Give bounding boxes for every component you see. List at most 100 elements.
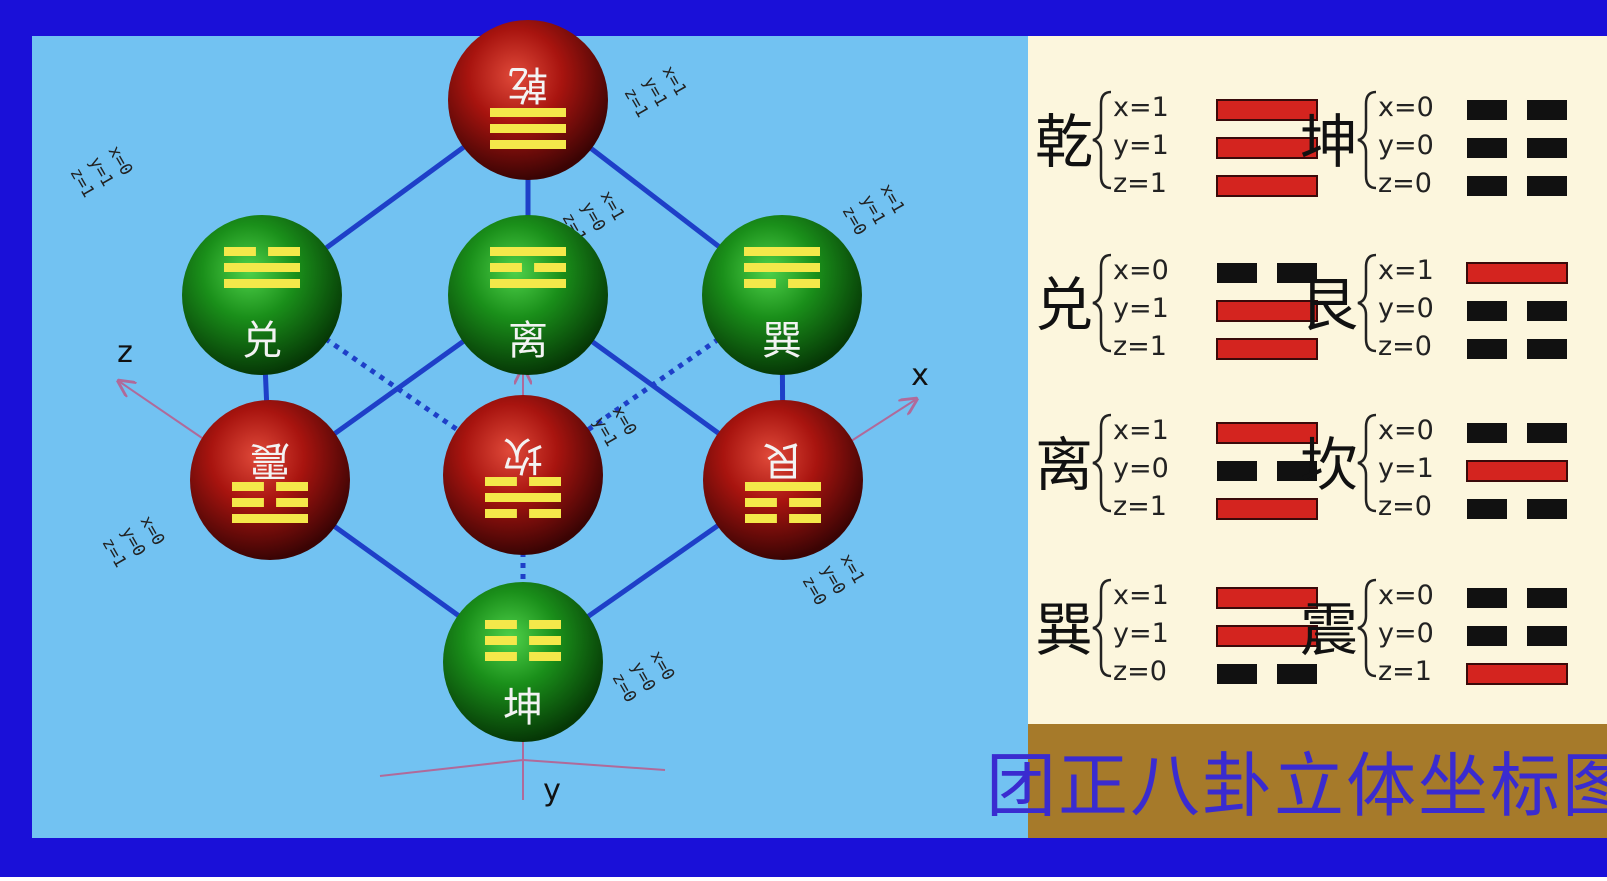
- yin-bar-right: [1277, 461, 1317, 481]
- coord-x: x=1: [1113, 415, 1169, 446]
- trigram-name: 坤: [1300, 108, 1358, 176]
- x-axis-arrow: [844, 400, 915, 446]
- yin-bar-right: [1527, 588, 1567, 608]
- node-glyph: 兑: [242, 318, 282, 364]
- brace: [1092, 90, 1112, 190]
- yin-line-left: [485, 620, 517, 629]
- yin-line-right: [789, 514, 821, 523]
- coord-y: y=1: [1113, 130, 1169, 161]
- node-glyph: 艮: [763, 437, 803, 483]
- coord-y: y=0: [1378, 293, 1434, 324]
- yin-line-right: [534, 263, 566, 272]
- yang-bar: [1216, 338, 1318, 360]
- node-kan: 坎: [443, 395, 603, 555]
- yin-line-left: [485, 636, 517, 645]
- node-dui: 兑: [182, 215, 342, 375]
- yang-line: [744, 247, 820, 256]
- yang-bar: [1216, 99, 1318, 121]
- table-entry-乾: 乾x=1y=1z=1: [1035, 90, 1318, 199]
- node-li: 离: [448, 215, 608, 375]
- axis-guide-left: [379, 759, 524, 777]
- trigram-name: 乾: [1035, 108, 1093, 176]
- x-axis-label: x: [911, 358, 929, 393]
- coord-x: x=0: [1378, 415, 1434, 446]
- node-glyph: 乾: [508, 61, 548, 107]
- yang-line: [490, 247, 566, 256]
- yang-line: [485, 493, 561, 502]
- axes: z x y: [117, 335, 929, 808]
- sphere: [190, 400, 350, 560]
- yin-bar-left: [1467, 301, 1507, 321]
- yin-bar-left: [1467, 588, 1507, 608]
- coord-x: x=0: [1113, 255, 1169, 286]
- coord-y: y=1: [1378, 453, 1434, 484]
- trigram-name: 坎: [1300, 431, 1358, 499]
- sphere: [703, 400, 863, 560]
- node-glyph: 震: [250, 437, 290, 483]
- node-glyph: 离: [508, 318, 548, 364]
- yin-bar-left: [1467, 626, 1507, 646]
- yin-bar-right: [1527, 423, 1567, 443]
- yang-bar: [1216, 498, 1318, 520]
- trigram-name: 震: [1300, 596, 1358, 664]
- yang-line: [744, 263, 820, 272]
- trigram-name: 离: [1035, 431, 1093, 499]
- yin-bar-left: [1467, 423, 1507, 443]
- yang-bar: [1216, 137, 1318, 159]
- yin-line-left: [485, 652, 517, 661]
- trigram-name: 兑: [1035, 271, 1093, 339]
- coord-z: z=0: [1113, 656, 1167, 687]
- node-glyph: 巽: [762, 318, 802, 364]
- y-axis-label: y: [543, 773, 561, 808]
- node-glyph: 坤: [503, 685, 543, 731]
- yin-bar-right: [1527, 100, 1567, 120]
- coord-z: z=1: [1113, 331, 1167, 362]
- sphere: [443, 395, 603, 555]
- trigram-name: 艮: [1300, 271, 1358, 339]
- yin-bar-left: [1217, 263, 1257, 283]
- coord-y: y=0: [1378, 618, 1434, 649]
- yin-line-left: [744, 279, 776, 288]
- yin-line-right: [276, 482, 308, 491]
- coord-y: y=1: [1113, 293, 1169, 324]
- yin-line-right: [529, 652, 561, 661]
- table-entry-离: 离x=1y=0z=1: [1035, 413, 1318, 522]
- yin-line-left: [232, 498, 264, 507]
- coord-y: y=0: [1378, 130, 1434, 161]
- yin-bar-right: [1277, 664, 1317, 684]
- yin-line-left: [232, 482, 264, 491]
- yang-line: [490, 108, 566, 117]
- diagram-title: 团正八卦立体坐标图: [986, 745, 1607, 827]
- yang-line: [745, 482, 821, 491]
- yin-line-left: [490, 263, 522, 272]
- coord-x: x=1: [1113, 580, 1169, 611]
- yang-bar: [1216, 625, 1318, 647]
- yin-bar-left: [1467, 138, 1507, 158]
- brace: [1357, 253, 1377, 353]
- yin-line-right: [276, 498, 308, 507]
- coord-x: x=1: [1378, 255, 1434, 286]
- node-glyph: 坎: [503, 432, 543, 478]
- coord-y: y=1: [1113, 618, 1169, 649]
- yang-bar: [1216, 422, 1318, 444]
- axis-guide-right: [522, 759, 666, 771]
- z-axis-label: z: [117, 335, 133, 370]
- sphere: [443, 582, 603, 742]
- table-entry-兑: 兑 x=0 y=1 z=1: [1035, 253, 1318, 362]
- trigram-nodes: 乾兑 离 巽震 坎 艮坤: [182, 20, 863, 742]
- coord-x: x=1: [1113, 92, 1169, 123]
- yin-line-right: [789, 498, 821, 507]
- table-entry-艮: 艮x=1y=0z=0: [1300, 253, 1568, 362]
- yang-bar: [1216, 175, 1318, 197]
- node-xun: 巽: [702, 215, 862, 375]
- yang-line: [490, 140, 566, 149]
- coord-x: x=0: [1378, 92, 1434, 123]
- sphere: [448, 215, 608, 375]
- brace: [1092, 413, 1112, 513]
- yang-bar: [1466, 663, 1568, 685]
- yin-line-left: [745, 514, 777, 523]
- yang-bar: [1466, 262, 1568, 284]
- table-entry-震: 震x=0y=0z=1: [1300, 578, 1568, 687]
